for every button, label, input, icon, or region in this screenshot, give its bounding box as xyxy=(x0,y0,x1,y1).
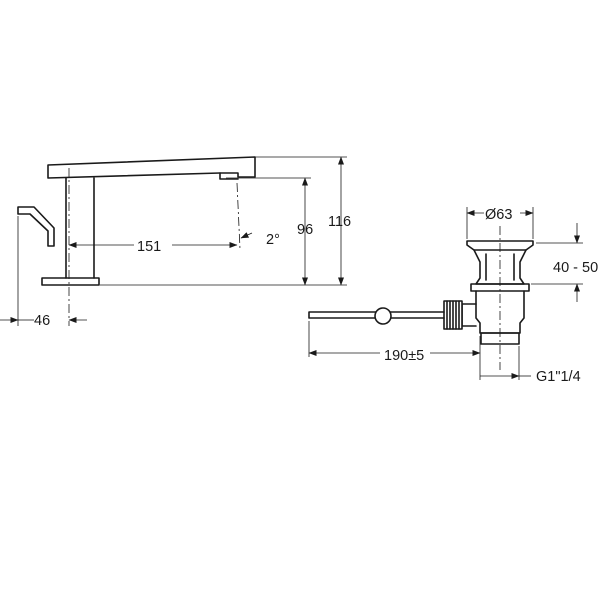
pop-up-drain xyxy=(308,226,534,370)
faucet-spout xyxy=(47,156,256,179)
dim-rod-length: 190±5 xyxy=(384,348,424,364)
dim-spout-height: 96 xyxy=(297,222,313,238)
spout-centerline xyxy=(236,182,241,250)
dim-spout-reach: 151 xyxy=(137,239,161,255)
drain-rod-joint xyxy=(374,307,392,325)
dim-drain-thickness: 40 - 50 xyxy=(553,260,598,276)
dim-drain-thread: G1"1/4 xyxy=(536,369,581,385)
dim-drain-diameter: Ø63 xyxy=(485,207,512,223)
faucet-dimensions: 46 151 2° 96 116 xyxy=(0,156,351,329)
dim-spout-angle: 2° xyxy=(266,232,280,248)
dim-overall-height: 116 xyxy=(328,214,351,230)
drain-side-connector xyxy=(461,303,477,327)
dim-lever-offset: 46 xyxy=(34,313,50,329)
drain-dimensions: Ø63 40 - 50 190±5 G1"1/4 xyxy=(308,204,598,385)
faucet-base xyxy=(41,277,100,286)
faucet-body xyxy=(65,177,95,279)
faucet-side-view xyxy=(17,156,256,326)
faucet-outlet xyxy=(219,172,239,180)
faucet-lever xyxy=(17,206,55,247)
